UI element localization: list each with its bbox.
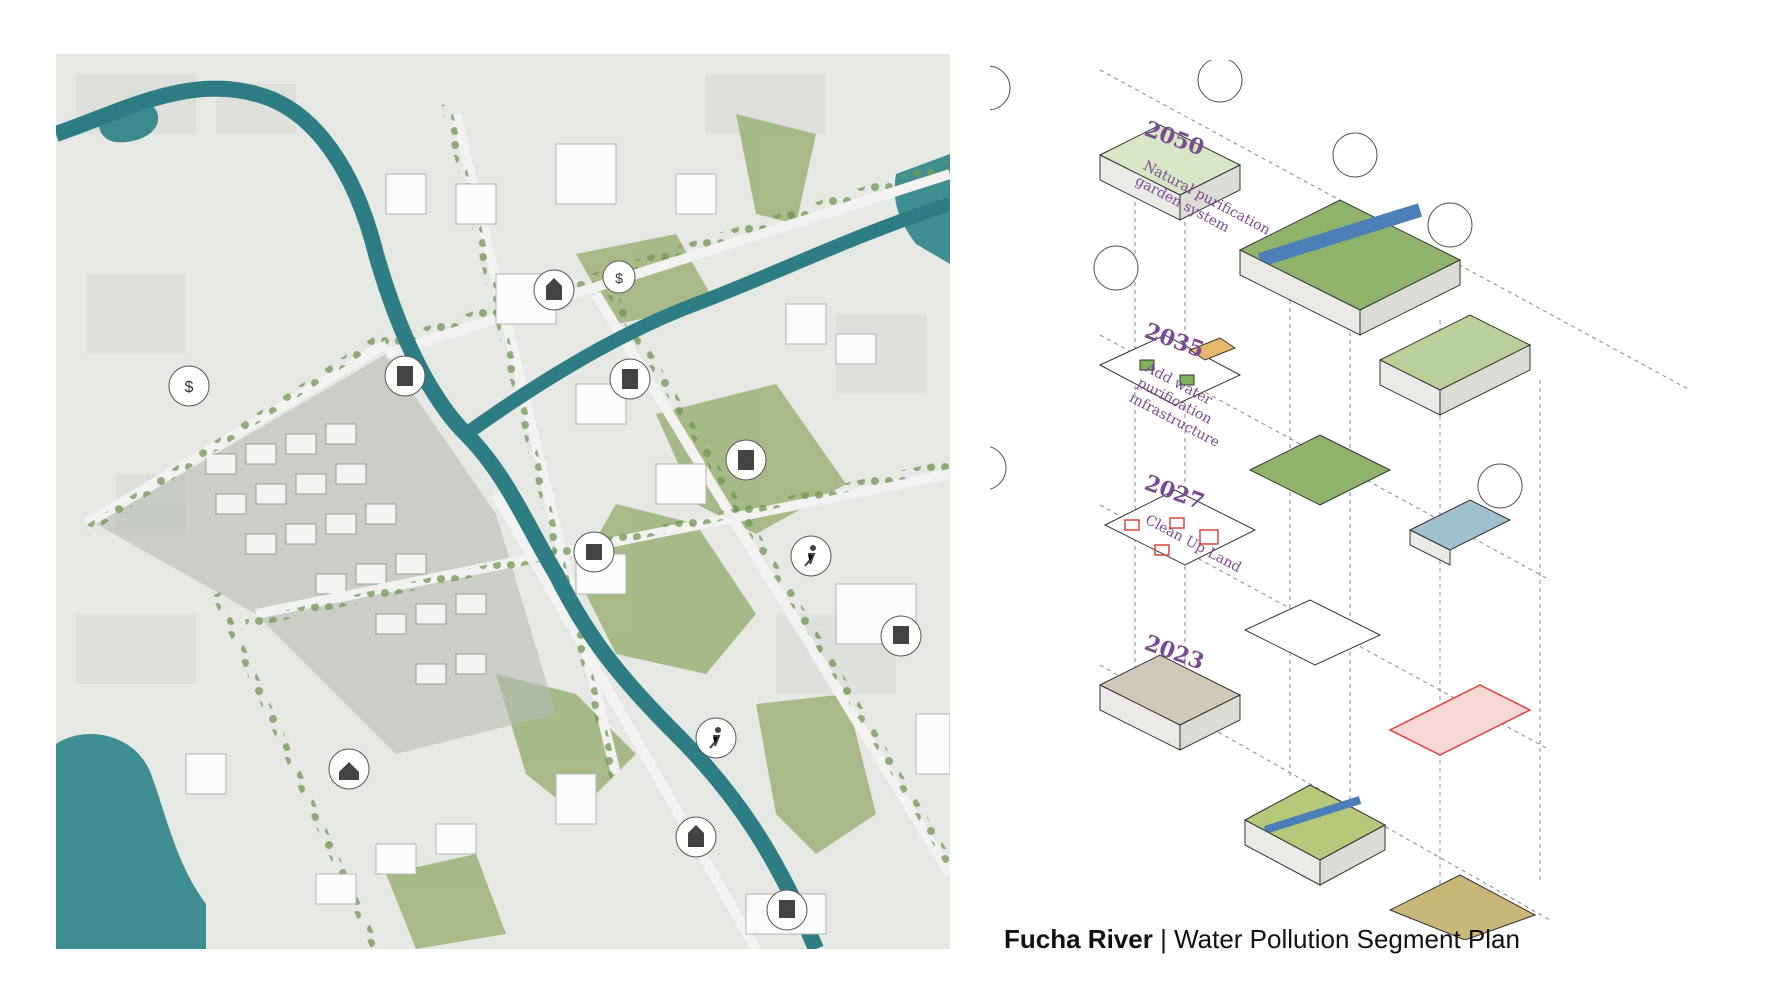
dense-district [96,354,556,754]
dollar-pin-icon [990,446,1007,490]
block-2050-b [1378,314,1532,416]
block-2023-b [1243,784,1387,886]
dollar-pin-icon: $ [602,260,636,294]
dollar-pin-icon [1477,463,1523,509]
lake-south [56,734,206,949]
phase-diagram: 2050 Natural purification garden system … [990,60,1750,940]
block-2035-b [1248,434,1512,566]
caption-subtitle: Water Pollution Segment Plan [1174,924,1520,954]
caption-title: Fucha River [1004,924,1153,954]
building-masses [185,143,950,935]
map-icons: $ $ [168,260,922,931]
block-2050-river [1238,199,1462,336]
axonometric-drawing [990,60,1691,940]
building-icon [384,355,426,397]
site-plan-drawing: $ $ [56,54,950,949]
dollar-pin-icon: $ [168,365,210,407]
office-icon [766,889,808,931]
figure-caption: Fucha River | Water Pollution Segment Pl… [1004,924,1520,955]
church-icon [533,269,575,311]
grass-icon [1332,132,1378,178]
block-2027-b [1243,599,1382,666]
river-branch [461,197,950,440]
building-icon [725,439,767,481]
office-icon [1197,60,1243,103]
runner-icon [695,717,737,759]
svg-text:$: $ [185,379,194,396]
grass-icon [990,65,1011,111]
runner-icon [790,535,832,577]
hospital-icon [1093,245,1139,291]
house-icon [328,748,370,790]
hospital-icon [573,531,615,573]
church-icon [675,816,717,858]
block-2023-c [1388,874,1537,940]
site-plan-map: $ $ [56,54,950,949]
office-icon [880,615,922,657]
block-2035-a [1098,334,1242,406]
caption-separator: | [1160,924,1167,954]
svg-text:$: $ [615,270,623,286]
block-2023-a [1098,654,1242,751]
diagram-icons [990,60,1523,509]
dense-blocks [205,423,487,685]
building-icon [609,358,651,400]
block-2050-a [1098,124,1242,221]
runner-icon [1427,202,1473,248]
